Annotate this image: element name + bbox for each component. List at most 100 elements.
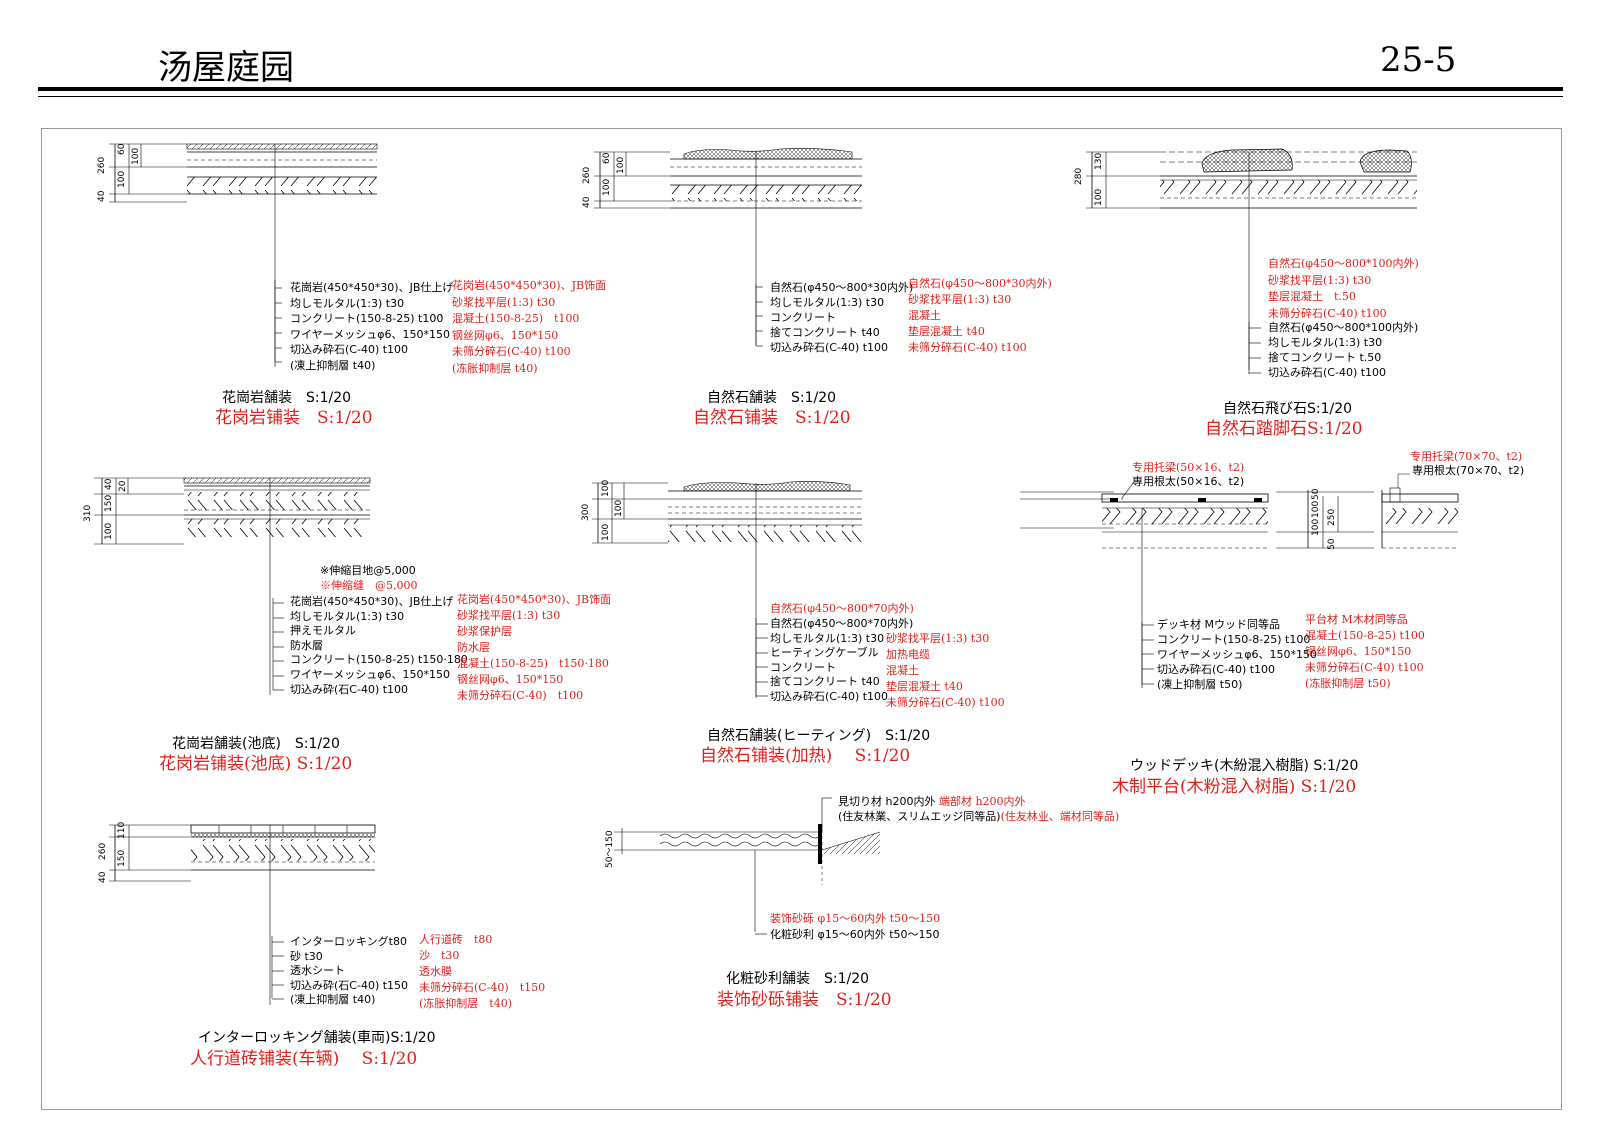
layer: 自然石(φ450～800*30内外)	[770, 281, 914, 294]
dim-c: 100	[601, 524, 611, 541]
stepping-leader	[1248, 322, 1261, 374]
deck-joist-cn: 专用托梁(50×16、t2)	[1132, 461, 1245, 474]
dim-a: 60	[117, 143, 127, 155]
granite-leader	[274, 280, 282, 363]
layer: 未筛分碎石(C-40) t100	[886, 696, 1005, 709]
dim-b: 100	[614, 500, 624, 517]
dim-gravel: 50～150	[605, 830, 615, 868]
heating-leader	[755, 618, 768, 697]
layer: ヒーティングケーブル	[770, 646, 879, 660]
layer: 切込み砕(石C-40) t100	[290, 682, 409, 696]
interlock-layers-cn: 人行道砖 t80 沙 t30 透水膜 未筛分碎石(C-40) t150 (冻胀抑…	[419, 932, 545, 1012]
deck-joist2-cn: 专用托梁(70×70、t2)	[1410, 450, 1523, 463]
layer: 花岗岩(450*450*30)、JB饰面	[457, 593, 612, 606]
layer: 未筛分碎石(C-40) t100	[1305, 661, 1424, 674]
layer: 钢丝网φ6、150*150	[452, 328, 559, 342]
dim-a: 60	[602, 152, 612, 164]
natural-leader	[755, 284, 763, 347]
layer: 加热电缆	[886, 648, 930, 661]
deck-layers-cn: 平台材 M木材同等品 混凝土(150-8-25) t100 钢丝网φ6、150*…	[1305, 612, 1425, 692]
pool-leader	[272, 598, 284, 691]
natural-layers-cn: 自然石(φ450～800*30内外) 砂浆找平层(1:3) t30 混凝土 垫层…	[908, 276, 1052, 356]
layer: ワイヤーメッシュφ6、150*150	[290, 327, 450, 341]
stepping-section-drawing: 280 130 100	[1074, 148, 1417, 370]
layer: 均しモルタル(1:3) t30	[290, 296, 405, 310]
layer: 垫层混凝土 t40	[908, 325, 985, 338]
layer: 混凝土(150-8-25) t100	[452, 312, 580, 325]
interlock-layers-jp: インターロッキングt80 砂 t30 透水シート 切込み砕(石C-40) t15…	[290, 935, 408, 1008]
layer: 自然石(φ450～800*70内外)	[770, 617, 914, 630]
layer: 人行道砖 t80	[419, 933, 493, 946]
pool-caption-jp: 花崗岩舗装(池底) S:1/20	[172, 736, 340, 752]
layer: 未筛分碎石(C-40) t100	[1268, 306, 1387, 320]
layer: 透水膜	[419, 965, 452, 978]
layer: 切込み砕石(C-40) t100	[290, 343, 409, 356]
dim-a: 130	[1094, 153, 1104, 170]
layer: (凍上抑制層 t40)	[290, 358, 376, 372]
stepping-caption-cn: 自然石踏脚石S:1/20	[1205, 419, 1363, 439]
dim-a: 110	[117, 822, 127, 839]
interlock-section-drawing: 260 110 150 40	[98, 822, 376, 1005]
layer: (凍上抑制層 t40)	[290, 993, 376, 1007]
granite-layers-cn: 花岗岩(450*450*30)、JB饰面 砂浆找平层(1:3) t30 混凝土(…	[452, 278, 606, 377]
layer: 均しモルタル(1:3) t30	[770, 631, 885, 645]
heating-layer-cn-top: 自然石(φ450～800*70内外)	[770, 602, 914, 615]
layer: ワイヤーメッシュφ6、150*150	[1157, 648, 1317, 661]
dim-c: 150	[104, 495, 114, 512]
layer: コンクリート	[770, 311, 836, 324]
dim-total: 260	[98, 843, 108, 860]
layer: 砂浆找平层(1:3) t30	[452, 295, 556, 309]
granite-caption-cn: 花岗岩铺装 S:1/20	[215, 408, 373, 428]
dim-b: 100	[1094, 189, 1104, 206]
dim-total: 280	[1074, 168, 1084, 185]
heating-layers-cn: 砂浆找平层(1:3) t30 加热电缆 混凝土 垫层混凝土 t40 未筛分碎石(…	[886, 631, 1005, 711]
page-number: 25-5	[1380, 40, 1457, 80]
layer: 未筛分碎石(C-40) t100	[908, 341, 1027, 354]
layer: 混凝土(150-8-25) t150·180	[457, 657, 609, 670]
layer: 混凝土(150-8-25) t100	[1305, 629, 1425, 642]
dim-a: 40	[104, 478, 114, 490]
layer: 防水层	[457, 641, 490, 654]
dim-c: 40	[98, 871, 108, 883]
pool-note-cn: ※伸缩缝 @5,000	[320, 579, 418, 592]
gravel-edge-jp-text: 見切り材 h200内外	[838, 795, 936, 808]
natural-caption-cn: 自然石铺装 S:1/20	[693, 408, 851, 428]
layer: 未筛分碎石(C-40) t100	[452, 345, 571, 358]
interlock-caption-jp: インターロッキング舗装(車両)S:1/20	[198, 1030, 436, 1046]
pool-caption-cn: 花岗岩铺装(池底) S:1/20	[159, 754, 353, 774]
layer: 垫层混凝土 t40	[886, 680, 963, 693]
layer: (冻胀抑制层 t40)	[419, 997, 513, 1010]
layer: 均しモルタル(1:3) t30	[290, 609, 405, 623]
dim-d: 250	[1327, 509, 1337, 526]
dim-d: 40	[97, 190, 107, 202]
dim-b: 100	[616, 157, 626, 174]
layer: 花岗岩(450*450*30)、JB饰面	[452, 279, 607, 292]
layer: インターロッキングt80	[290, 935, 407, 948]
layer: 平台材 M木材同等品	[1305, 613, 1408, 626]
layer: 垫层混凝土 t.50	[1268, 290, 1356, 303]
dim-e: 50	[1327, 538, 1337, 550]
dim-b: 150	[117, 850, 127, 867]
layer: 切込み砕石(C-40) t100	[1157, 663, 1276, 676]
natural-layers-jp: 自然石(φ450～800*30内外) 均しモルタル(1:3) t30 コンクリー…	[770, 280, 913, 355]
layer: (冻胀抑制层 t40)	[452, 361, 538, 375]
layer: 捨てコンクリート t40	[770, 326, 880, 339]
layer: 押えモルタル	[290, 624, 356, 638]
layer: 砂浆找平层(1:3) t30	[457, 609, 561, 622]
interlock-caption-cn: 人行道砖铺装(车辆) S:1/20	[190, 1049, 418, 1069]
granite-caption-jp: 花崗岩舗装 S:1/20	[222, 390, 352, 406]
layer: 花崗岩(450*450*30)、JB仕上げ	[290, 595, 454, 608]
layer: 切込み砕(石C-40) t150	[290, 978, 409, 992]
dim-total: 260	[97, 157, 107, 174]
deck-joist2-jp: 専用根太(70×70、t2)	[1412, 464, 1525, 477]
stepping-layers-cn: 自然石(φ450～800*100内外) 砂浆找平层(1:3) t30 垫层混凝土…	[1268, 256, 1419, 322]
layer: コンクリート	[770, 660, 836, 674]
heating-section-drawing: 300 100 100 100	[581, 480, 862, 698]
pool-note-jp: ※伸縮目地@5,000	[320, 564, 416, 577]
layer: コンクリート(150-8-25) t100	[1157, 633, 1311, 646]
heating-caption-cn: 自然石铺装(加热) S:1/20	[700, 746, 911, 766]
header-rule	[38, 87, 1563, 91]
gravel-leader	[755, 933, 767, 935]
layer: コンクリート(150-8-25) t150·180	[290, 653, 468, 667]
dim-a: 100	[601, 480, 611, 497]
